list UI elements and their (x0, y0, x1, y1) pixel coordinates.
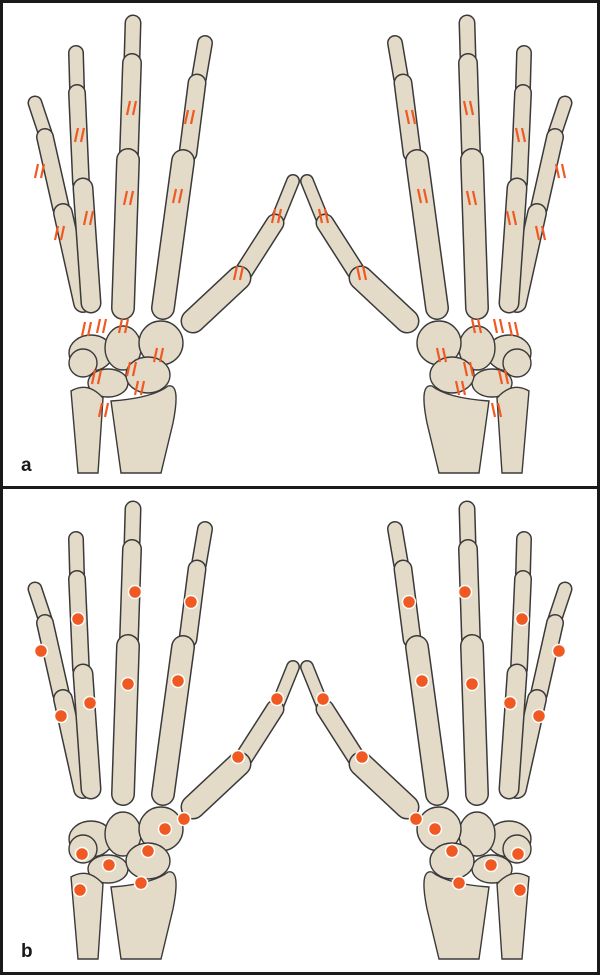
panel-label-b: b (21, 941, 33, 962)
panel-label-a: a (21, 455, 32, 476)
panel-divider (3, 486, 597, 489)
hand-diagram-b (27, 500, 573, 960)
panel-b: b (3, 489, 597, 972)
hand-diagram-a (27, 14, 573, 474)
panel-a: a (3, 3, 597, 486)
